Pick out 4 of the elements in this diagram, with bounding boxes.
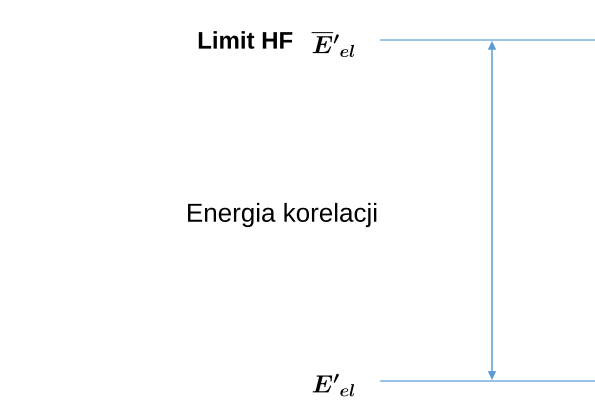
edge-label: Energia korelacji (188, 202, 376, 228)
level-symbol: $\overline{\boldsymbol{E}}{\boldsymbol{'}}_{\boldsymbol{el}}$ (312, 32, 354, 58)
level-label: Limit HF (198, 31, 292, 49)
level-symbol: $\boldsymbol{E}{\boldsymbol{'}}_{\boldsymbol{el}}$ (312, 374, 354, 396)
